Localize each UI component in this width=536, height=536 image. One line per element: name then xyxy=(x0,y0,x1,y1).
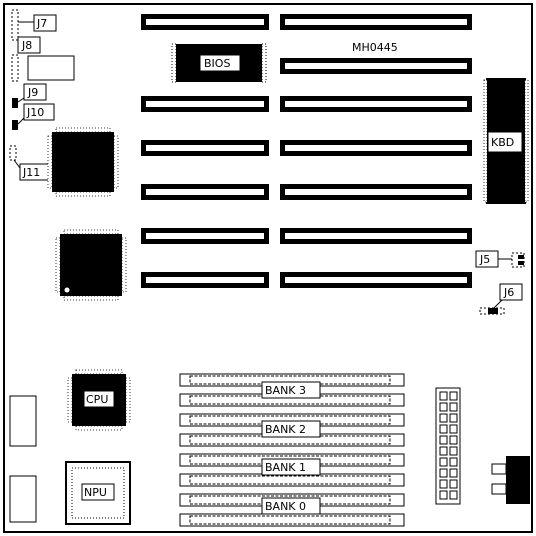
jumper-j6: J6 xyxy=(479,283,523,315)
j6-label: J6 xyxy=(503,286,514,299)
bank0-label: BANK 0 xyxy=(265,500,306,513)
j10-label: J10 xyxy=(26,106,44,119)
jumper-j7: J7 xyxy=(11,9,57,41)
isa-slots-left xyxy=(141,14,269,288)
keyboard-connector xyxy=(491,456,530,504)
bank3-label: BANK 3 xyxy=(265,384,306,397)
kbd-label: KBD xyxy=(491,136,514,149)
bios-chip: BIOS xyxy=(171,43,267,83)
j5-label: J5 xyxy=(479,253,490,266)
jumper-j8: J8 xyxy=(11,36,41,82)
j9-label: J9 xyxy=(27,86,38,99)
memory-bank-3: BANK 3 xyxy=(179,373,405,407)
cpu-label: CPU xyxy=(86,393,108,406)
npu-socket: NPU xyxy=(65,461,131,525)
memory-bank-0: BANK 0 xyxy=(179,493,405,527)
j11-label: J11 xyxy=(22,166,40,179)
j8-label: J8 xyxy=(21,39,32,52)
board-model-label: MH0445 xyxy=(352,41,398,54)
npu-label: NPU xyxy=(84,486,107,499)
jumper-j9: J9 xyxy=(12,83,47,108)
bios-label: BIOS xyxy=(204,57,230,70)
j7-label: J7 xyxy=(36,17,47,30)
power-header xyxy=(435,387,461,505)
bank1-label: BANK 1 xyxy=(265,461,306,474)
power-connector-upper xyxy=(9,395,37,447)
chipset-upper xyxy=(47,127,119,197)
crystal-oscillator xyxy=(27,55,75,81)
kbd-controller-chip: KBD xyxy=(483,78,529,204)
bank2-label: BANK 2 xyxy=(265,423,306,436)
cpu-chip: CPU xyxy=(67,369,131,431)
memory-bank-1: BANK 1 xyxy=(179,453,405,487)
isa-slots-right xyxy=(280,14,472,288)
jumper-j10: J10 xyxy=(12,103,55,130)
power-connector-lower xyxy=(9,475,37,523)
chipset-lower xyxy=(55,229,127,301)
jumper-j5: J5 xyxy=(475,250,525,268)
memory-bank-2: BANK 2 xyxy=(179,413,405,447)
